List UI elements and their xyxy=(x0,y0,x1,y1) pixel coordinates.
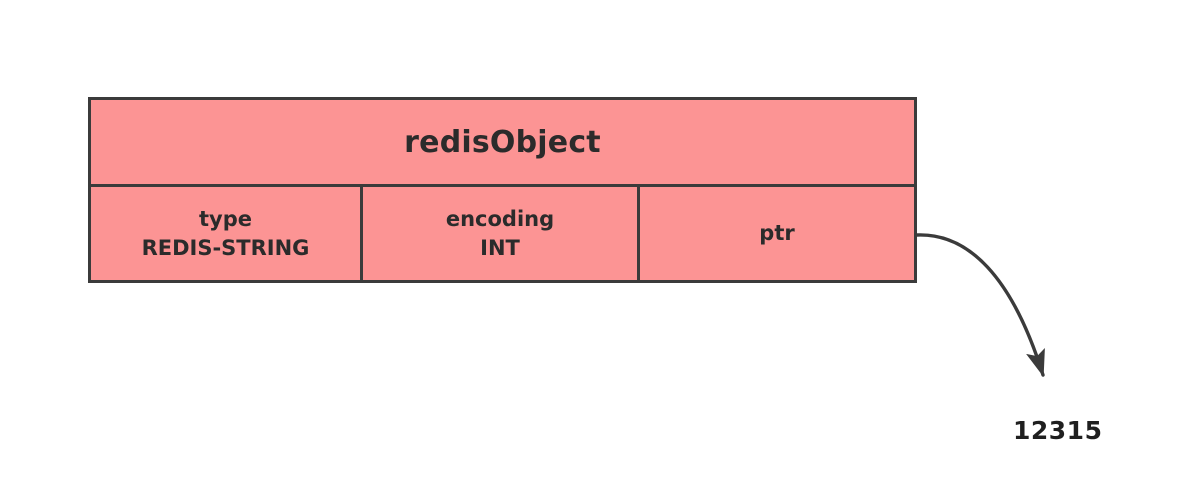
field-ptr: ptr xyxy=(640,187,914,280)
field-ptr-name: ptr xyxy=(759,221,795,246)
struct-header: redisObject xyxy=(91,100,914,187)
pointer-target-value: 12315 xyxy=(1013,416,1103,445)
redis-object-box: redisObject type REDIS-STRING encoding I… xyxy=(88,97,917,283)
field-type-value: REDIS-STRING xyxy=(141,235,310,260)
struct-fields-row: type REDIS-STRING encoding INT ptr xyxy=(91,187,914,280)
field-type-name: type xyxy=(198,207,252,232)
struct-title: redisObject xyxy=(404,124,601,160)
field-encoding: encoding INT xyxy=(363,187,640,280)
field-encoding-value: INT xyxy=(480,235,520,260)
field-type: type REDIS-STRING xyxy=(91,187,363,280)
field-encoding-name: encoding xyxy=(445,207,555,232)
